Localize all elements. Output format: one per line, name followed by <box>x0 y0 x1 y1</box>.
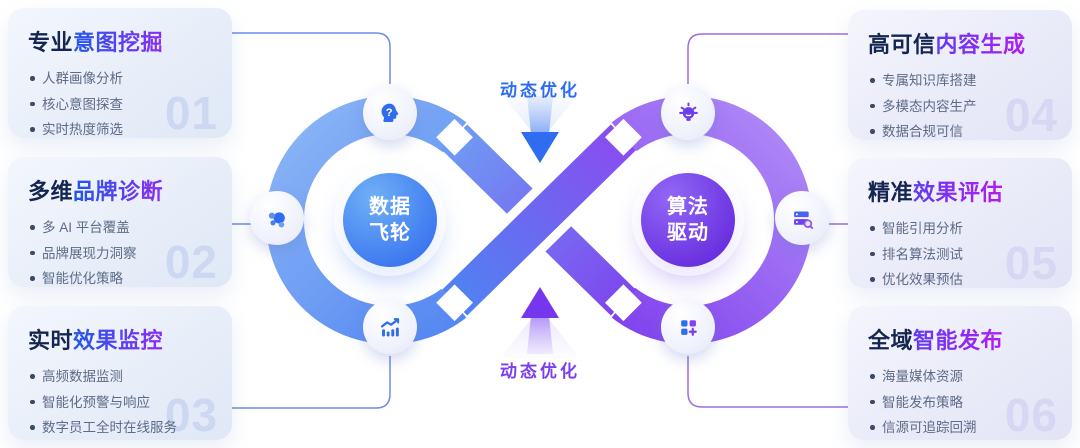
card-bullets: 高频数据监测 智能化预警与响应 数字员工全时在线服务 <box>28 364 218 441</box>
audience-cluster-icon <box>268 211 285 227</box>
badge-evaluation <box>775 191 829 245</box>
card-number: 05 <box>1004 237 1058 289</box>
optimize-arrow-up <box>500 287 580 358</box>
card-smart-publishing: 全域智能发布 海量媒体资源 智能发布策略 信源可追踪回溯 06 <box>848 306 1072 440</box>
card-title: 专业意图挖掘 <box>28 25 218 57</box>
cross-band-descending <box>442 124 636 316</box>
bullet-item: 信源可追踪回溯 <box>868 415 1058 441</box>
card-intent-mining: 专业意图挖掘 人群画像分析 核心意图探查 实时热度筛选 01 <box>8 8 232 138</box>
card-content-generation: 高可信内容生成 专属知识库搭建 多模态内容生产 数据合规可信 04 <box>848 10 1072 140</box>
card-title-accent: 意图挖掘 <box>73 30 164 55</box>
card-title: 多维品牌诊断 <box>28 174 218 206</box>
card-title: 高可信内容生成 <box>868 27 1058 59</box>
bullet-item: 数据合规可信 <box>868 119 1058 145</box>
bullet-item: 多模态内容生产 <box>868 94 1058 120</box>
bullet-item: 海量媒体资源 <box>868 364 1058 390</box>
card-number: 06 <box>1004 389 1058 441</box>
connector-card-4 <box>687 33 848 84</box>
badge-intent-mining: ? <box>363 86 417 140</box>
card-title-plain: 精准 <box>868 180 914 205</box>
idea-bulb-icon <box>678 101 698 121</box>
algorithm-driven-hub: 算法 驱动 <box>641 173 735 267</box>
hub-label-line: 算法 <box>667 196 709 218</box>
data-search-icon <box>793 211 813 229</box>
card-title-accent: 内容生成 <box>935 32 1026 57</box>
card-bullets: 人群画像分析 核心意图探查 实时热度筛选 <box>28 66 218 143</box>
connector-card-3 <box>232 356 391 409</box>
junction-notches <box>436 118 642 322</box>
bullet-item: 实时热度筛选 <box>28 117 218 143</box>
bottom-flow-label: 动态优化 <box>500 362 580 381</box>
hub-label-line: 数据 <box>369 196 411 218</box>
bullet-item: 人群画像分析 <box>28 66 218 92</box>
optimize-arrow-down <box>500 92 580 163</box>
card-number: 02 <box>164 236 218 288</box>
card-number: 01 <box>164 87 218 139</box>
badge-publishing <box>661 300 715 354</box>
card-title-accent: 智能发布 <box>913 328 1004 353</box>
card-brand-diagnosis: 多维品牌诊断 多 AI 平台覆盖 品牌展现力洞察 智能优化策略 02 <box>8 157 232 287</box>
card-effect-monitoring: 实时效果监控 高频数据监测 智能化预警与响应 数字员工全时在线服务 03 <box>8 306 232 440</box>
card-title-accent: 效果评估 <box>913 180 1004 205</box>
trend-chart-icon <box>380 317 399 336</box>
bullet-item: 排名算法测试 <box>868 242 1058 268</box>
bullet-item: 智能优化策略 <box>28 266 218 292</box>
card-bullets: 多 AI 平台覆盖 品牌展现力洞察 智能优化策略 <box>28 215 218 292</box>
card-effect-evaluation: 精准效果评估 智能引用分析 排名算法测试 优化效果预估 05 <box>848 158 1072 288</box>
card-number: 04 <box>1004 89 1058 141</box>
apps-plus-icon <box>680 319 697 336</box>
badge-idea <box>661 86 715 140</box>
card-title-accent: 效果监控 <box>73 328 164 353</box>
hub-label-line: 飞轮 <box>369 222 411 244</box>
card-bullets: 海量媒体资源 智能发布策略 信源可追踪回溯 <box>868 364 1058 441</box>
svg-text:?: ? <box>385 106 392 118</box>
bullet-item: 智能发布策略 <box>868 390 1058 416</box>
hub-label-line: 驱动 <box>667 222 709 244</box>
card-title-plain: 实时 <box>28 328 74 353</box>
badge-monitoring <box>363 300 417 354</box>
card-number: 03 <box>164 389 218 441</box>
data-flywheel-hub: 数据 飞轮 <box>343 173 437 267</box>
bullet-item: 专属知识库搭建 <box>868 68 1058 94</box>
bullet-item: 优化效果预估 <box>868 267 1058 293</box>
card-bullets: 智能引用分析 排名算法测试 优化效果预估 <box>868 216 1058 293</box>
connector-card-6 <box>687 356 848 408</box>
cross-band-ascending <box>442 124 636 316</box>
top-flow-label: 动态优化 <box>500 81 580 100</box>
card-title-plain: 高可信 <box>868 32 936 57</box>
card-title-accent: 品牌诊断 <box>73 179 164 204</box>
card-title: 精准效果评估 <box>868 175 1058 207</box>
bullet-item: 核心意图探查 <box>28 92 218 118</box>
badge-audience <box>250 191 304 245</box>
card-bullets: 专属知识库搭建 多模态内容生产 数据合规可信 <box>868 68 1058 145</box>
bullet-item: 多 AI 平台覆盖 <box>28 215 218 241</box>
bullet-item: 高频数据监测 <box>28 364 218 390</box>
card-title: 实时效果监控 <box>28 323 218 355</box>
card-title-plain: 专业 <box>28 30 74 55</box>
connector-card-1 <box>232 32 391 84</box>
bullet-item: 智能化预警与响应 <box>28 390 218 416</box>
bullet-item: 智能引用分析 <box>868 216 1058 242</box>
card-title-plain: 多维 <box>28 179 74 204</box>
bullet-item: 品牌展现力洞察 <box>28 241 218 267</box>
head-question-icon: ? <box>381 103 398 122</box>
card-title-plain: 全域 <box>868 328 914 353</box>
bullet-item: 数字员工全时在线服务 <box>28 415 218 441</box>
card-title: 全域智能发布 <box>868 323 1058 355</box>
cross-band-halo <box>435 118 643 322</box>
